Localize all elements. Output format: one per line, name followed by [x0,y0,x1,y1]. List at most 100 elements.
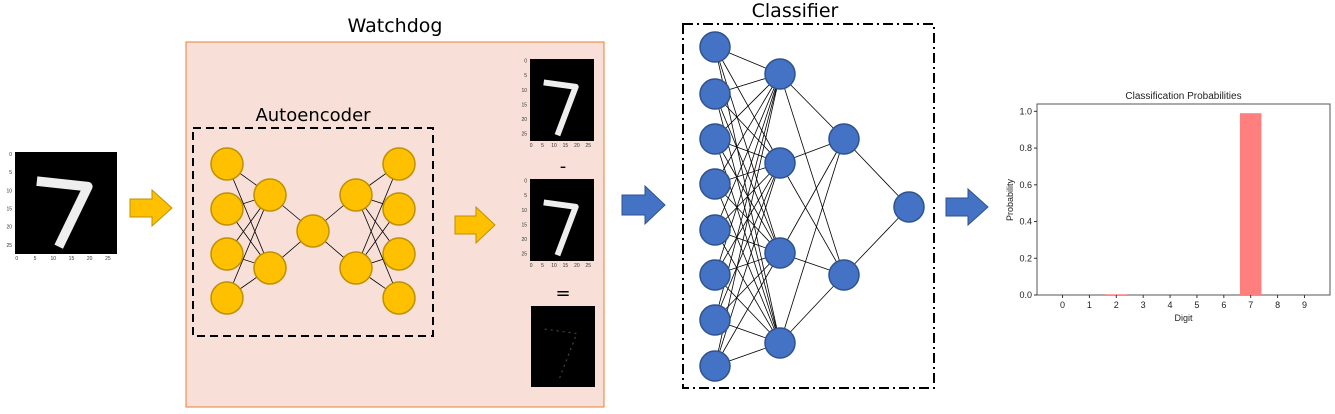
chart-title: Classification Probabilities [1125,91,1241,102]
tick-label: 25 [105,256,111,262]
autoencoder-title: Autoencoder [255,105,371,126]
tick-label: 10 [521,208,527,214]
tick-label: 20 [521,117,527,123]
tick-label: 10 [521,88,527,94]
x-tick-label: 4 [1168,300,1173,310]
tick-label: 15 [521,102,527,108]
neuron-node [253,251,287,285]
tick-label: 10 [551,143,557,149]
connection-line [714,73,781,276]
neuron-node [828,123,860,155]
classifier-title: Classifier [752,0,839,22]
neuron-node [210,147,244,181]
neuron-node [339,251,373,285]
x-tick-label: 8 [1275,300,1280,310]
tick-label: 15 [563,143,569,149]
tick-label: 10 [6,188,12,194]
tick-label: 25 [6,243,12,249]
tick-label: 0 [524,178,527,184]
neuron-node [382,192,416,226]
tick-label: 10 [551,263,557,269]
connection-line [226,194,271,299]
neuron-node [764,147,796,179]
tick-label: 25 [521,132,527,138]
neuron-node [210,192,244,226]
neuron-node [764,58,796,90]
tick-label: 20 [574,143,580,149]
tick-label: 20 [521,237,527,243]
y-tick-label: 0.2 [1019,253,1032,263]
connection-line [714,46,781,164]
neuron-node [699,304,731,336]
arrow-icon [129,188,173,228]
neuron-node [339,178,373,212]
watchdog-title: Watchdog [348,15,443,37]
neuron-node [382,237,416,271]
neuron-node [296,214,330,248]
connection-line [714,252,781,367]
x-tick-label: 2 [1114,300,1119,310]
tick-label: 15 [563,263,569,269]
connection-line [714,162,781,367]
digit-stroke [36,176,93,249]
connection-line [779,138,845,344]
tick-label: 25 [521,252,527,258]
arrow-icon [454,205,496,245]
connection-line [779,138,845,254]
tick-label: 15 [521,222,527,228]
tick-label: 0 [9,152,12,158]
tick-label: 0 [530,143,533,149]
neuron-node [893,191,925,223]
plot-area [1036,103,1331,296]
difference-image [531,306,595,387]
image-background [531,306,595,387]
x-tick-label: 9 [1302,300,1307,310]
neuron-node [699,259,731,291]
tick-label: 20 [574,263,580,269]
tick-label: 5 [524,73,527,79]
bar-digit-2 [1105,294,1128,295]
neuron-node [699,350,731,382]
connection-line [714,73,781,231]
neuron-node [699,214,731,246]
x-axis-label: Digit [1174,313,1193,323]
y-tick-label: 0.4 [1019,217,1032,227]
connection-line [714,46,781,254]
tick-label: 25 [586,263,592,269]
tick-label: 5 [34,256,37,262]
neuron-node [253,178,287,212]
tick-label: 0 [524,58,527,64]
tick-label: 10 [50,256,56,262]
y-axis-label: Probability [1005,178,1015,221]
neuron-node [699,31,731,63]
tick-label: 15 [6,206,12,212]
connection-line [226,163,271,269]
connection-line [714,73,781,185]
neuron-node [382,281,416,315]
bar-digit-7 [1239,113,1262,295]
neuron-node [699,168,731,200]
connection-line [779,73,845,276]
x-tick-label: 6 [1221,300,1226,310]
connection-line [714,162,781,321]
y-tick-label: 0.0 [1019,290,1032,300]
tick-label: 0 [530,263,533,269]
neuron-node [210,281,244,315]
neuron-node [699,123,731,155]
connection-line [355,194,400,299]
tick-label: 5 [9,170,12,176]
digit-stroke [544,328,578,382]
digit-stroke [543,199,579,257]
x-tick-label: 7 [1248,300,1253,310]
x-tick-label: 0 [1060,300,1065,310]
x-tick-label: 1 [1087,300,1092,310]
tick-label: 5 [541,263,544,269]
y-tick-label: 0.8 [1019,143,1032,153]
digit-stroke [543,79,579,137]
tick-label: 25 [586,143,592,149]
autoencoder-box [192,127,434,337]
